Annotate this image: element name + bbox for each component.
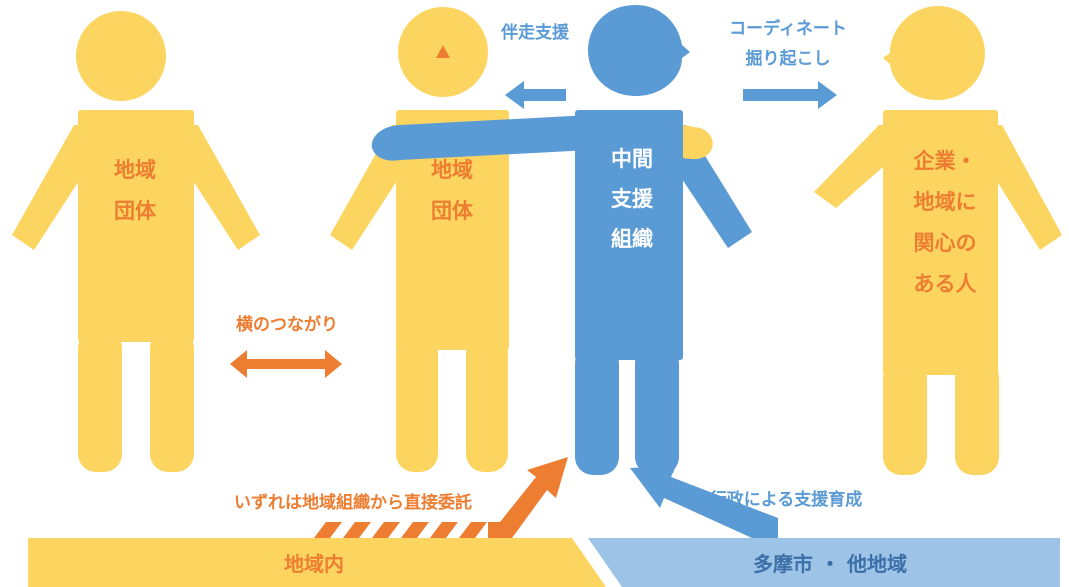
center-group-right-shoulder: [683, 125, 713, 160]
people-label-line1: 企業・: [913, 149, 977, 173]
admin-support-arrow: [630, 466, 778, 538]
accompany-arrow: [505, 81, 566, 109]
coordinate-label-line1: コーディネート: [729, 18, 847, 39]
center-group-label-line1: 地域: [431, 158, 473, 182]
region-outside-label: 多摩市 ・ 他地域: [753, 552, 907, 576]
support-org-label-line2: 支援: [611, 187, 654, 211]
people-label-line2: 地域に: [914, 190, 977, 214]
admin-support-label: 行政による支援育成: [709, 489, 863, 510]
center-group-head-mark: [436, 45, 450, 58]
coordinate-arrow: [743, 81, 837, 109]
region-inside-label: 地域内: [284, 552, 344, 576]
people-label-line4: ある人: [914, 272, 977, 296]
direct-commission-label: いずれは地域組織から直接委託: [234, 492, 472, 513]
coordinate-label-line2: 掘り起こし: [746, 48, 831, 69]
left-group-label-line2: 団体: [114, 199, 157, 223]
region-outside-bar: [588, 538, 1060, 587]
support-org-label-line3: 組織: [611, 227, 653, 251]
support-org-label-line1: 中間: [611, 147, 653, 171]
support-org-figure: [371, 5, 752, 475]
people-head: [883, 6, 985, 100]
region-inside-bar: [28, 538, 606, 587]
center-group-label-line2: 団体: [431, 199, 474, 223]
left-group-label-line1: 地域: [114, 158, 156, 182]
people-figure: [814, 6, 1062, 475]
horizontal-link-arrow: [230, 350, 342, 378]
support-org-head: [588, 5, 690, 96]
left-group-figure: [12, 11, 260, 472]
horizontal-link-label: 横のつながり: [236, 314, 338, 335]
direct-commission-arrow: [314, 457, 568, 538]
people-label-line3: 関心の: [914, 231, 977, 255]
left-group-head: [76, 11, 166, 101]
accompany-support-label: 伴走支援: [500, 22, 570, 43]
center-group-figure: [330, 7, 509, 472]
